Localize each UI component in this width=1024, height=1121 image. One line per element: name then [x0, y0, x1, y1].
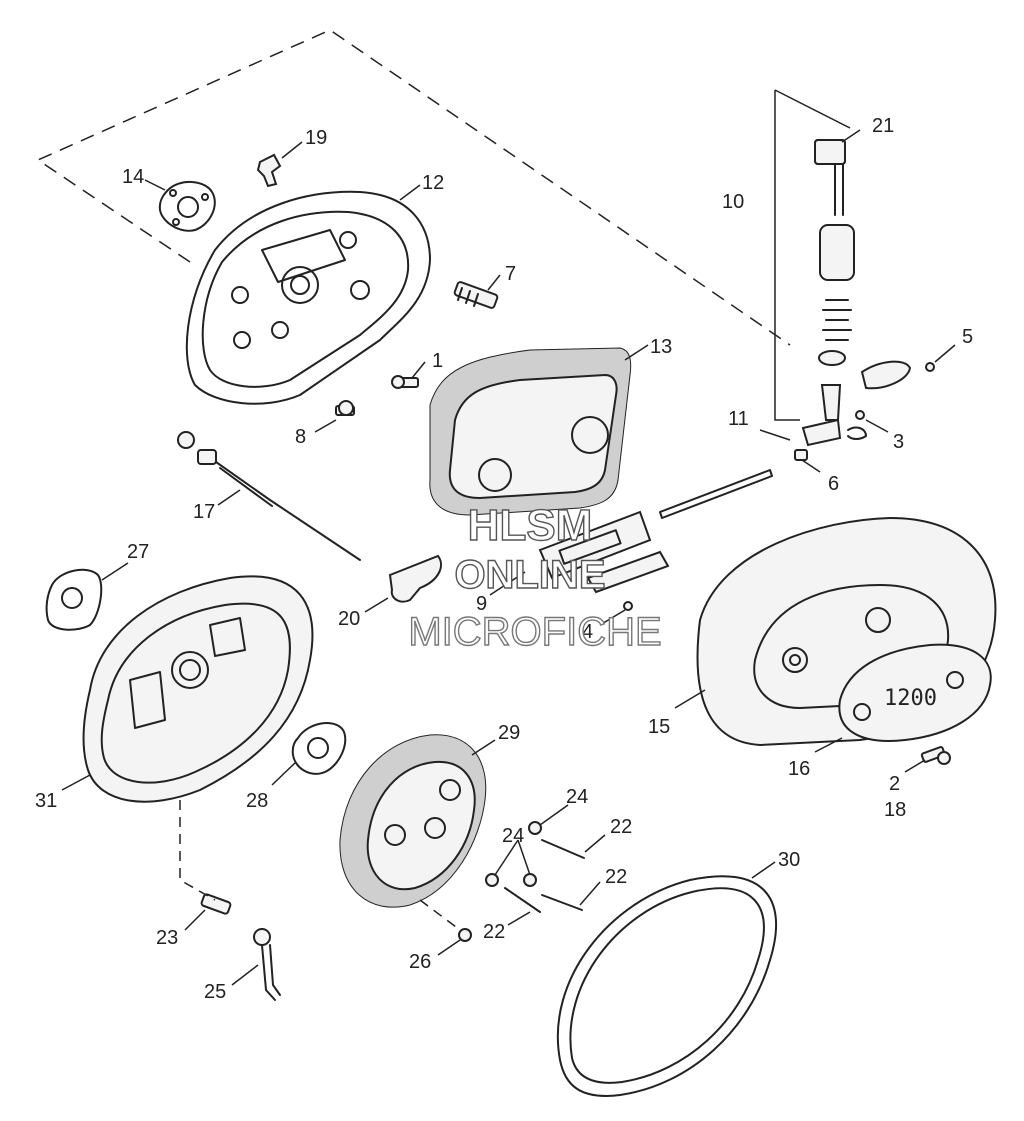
callout-7: 7: [505, 263, 516, 285]
callout-27: 27: [127, 541, 149, 563]
part-5-clamp: [860, 360, 935, 390]
part-28-gasket: [291, 722, 347, 775]
part-17-cable: [177, 431, 361, 561]
part-6-spring: [794, 449, 808, 461]
part-4-plate: [586, 550, 670, 611]
part-24-washers: [485, 821, 542, 887]
callout-12: 12: [422, 172, 444, 194]
watermark-line3: MICROFICHE: [408, 610, 661, 654]
part-19-breather-fitting: [256, 153, 282, 188]
callout-19: 19: [305, 127, 327, 149]
callout-23: 23: [156, 927, 178, 949]
callout-20: 20: [338, 608, 360, 630]
part-12-backplate: [185, 190, 431, 405]
part-29-filter-element: [339, 734, 487, 908]
part-7-bolt: [453, 281, 499, 309]
part-25-hose: [253, 928, 281, 1001]
part-10-enrichener-assembly: [774, 89, 855, 447]
part-1-screw: [391, 375, 419, 389]
leader-lines: [61, 129, 956, 986]
part-13-filter-element: [429, 347, 632, 516]
part-31-backplate: [82, 575, 314, 803]
callout-2: 2: [889, 773, 900, 795]
part-3-clip: [847, 410, 867, 440]
watermark: HLSM ONLINE MICROFICHE: [408, 500, 663, 654]
callout-18: 18: [884, 799, 906, 821]
part-23-fitting: [200, 893, 232, 915]
callout-24a: 24: [566, 786, 588, 808]
callout-22a: 22: [610, 816, 632, 838]
callout-13: 13: [650, 336, 672, 358]
callout-30: 30: [778, 849, 800, 871]
callout-15: 15: [648, 716, 670, 738]
callout-11: 11: [728, 408, 749, 430]
callout-5: 5: [962, 326, 973, 348]
callout-26: 26: [409, 951, 431, 973]
part-26-fastener: [458, 928, 472, 942]
callout-9: 9: [476, 593, 487, 615]
part-9-bracket: [538, 469, 773, 580]
part-20-clip: [388, 554, 442, 603]
callout-22b: 22: [605, 866, 627, 888]
callout-28: 28: [246, 790, 268, 812]
plate-badge-text: 1200: [884, 686, 937, 711]
part-21-connector: [814, 139, 846, 165]
callout-8: 8: [295, 426, 306, 448]
callout-22c: 22: [483, 921, 505, 943]
callout-10: 10: [722, 191, 744, 213]
callout-25: 25: [204, 981, 226, 1003]
callout-31: 31: [35, 790, 57, 812]
part-27-gasket: [45, 568, 103, 631]
part-14-gasket: [158, 181, 216, 232]
callout-3: 3: [893, 431, 904, 453]
part-22-screws: [504, 839, 585, 913]
callout-21: 21: [872, 115, 894, 137]
part-2-screw: [920, 746, 951, 765]
callout-16: 16: [788, 758, 810, 780]
part-30-seal-ring: [556, 875, 778, 1097]
part-16-trim-plate: 1200: [838, 643, 992, 742]
callout-labels: 14 19 12 7 1 8 13 17 20 9 4 10 21 5 3 11…: [35, 115, 973, 1003]
part-8-screw: [335, 400, 355, 416]
callout-4: 4: [582, 621, 593, 643]
callout-29: 29: [498, 722, 520, 744]
callout-17: 17: [193, 501, 215, 523]
callout-24b: 24: [502, 825, 524, 847]
watermark-line2: ONLINE: [454, 553, 605, 597]
callout-6: 6: [828, 473, 839, 495]
assembly-dashed-outline: [36, 29, 791, 346]
callout-14: 14: [122, 166, 144, 188]
watermark-line1: HLSM: [468, 501, 593, 550]
callout-1: 1: [432, 350, 443, 372]
